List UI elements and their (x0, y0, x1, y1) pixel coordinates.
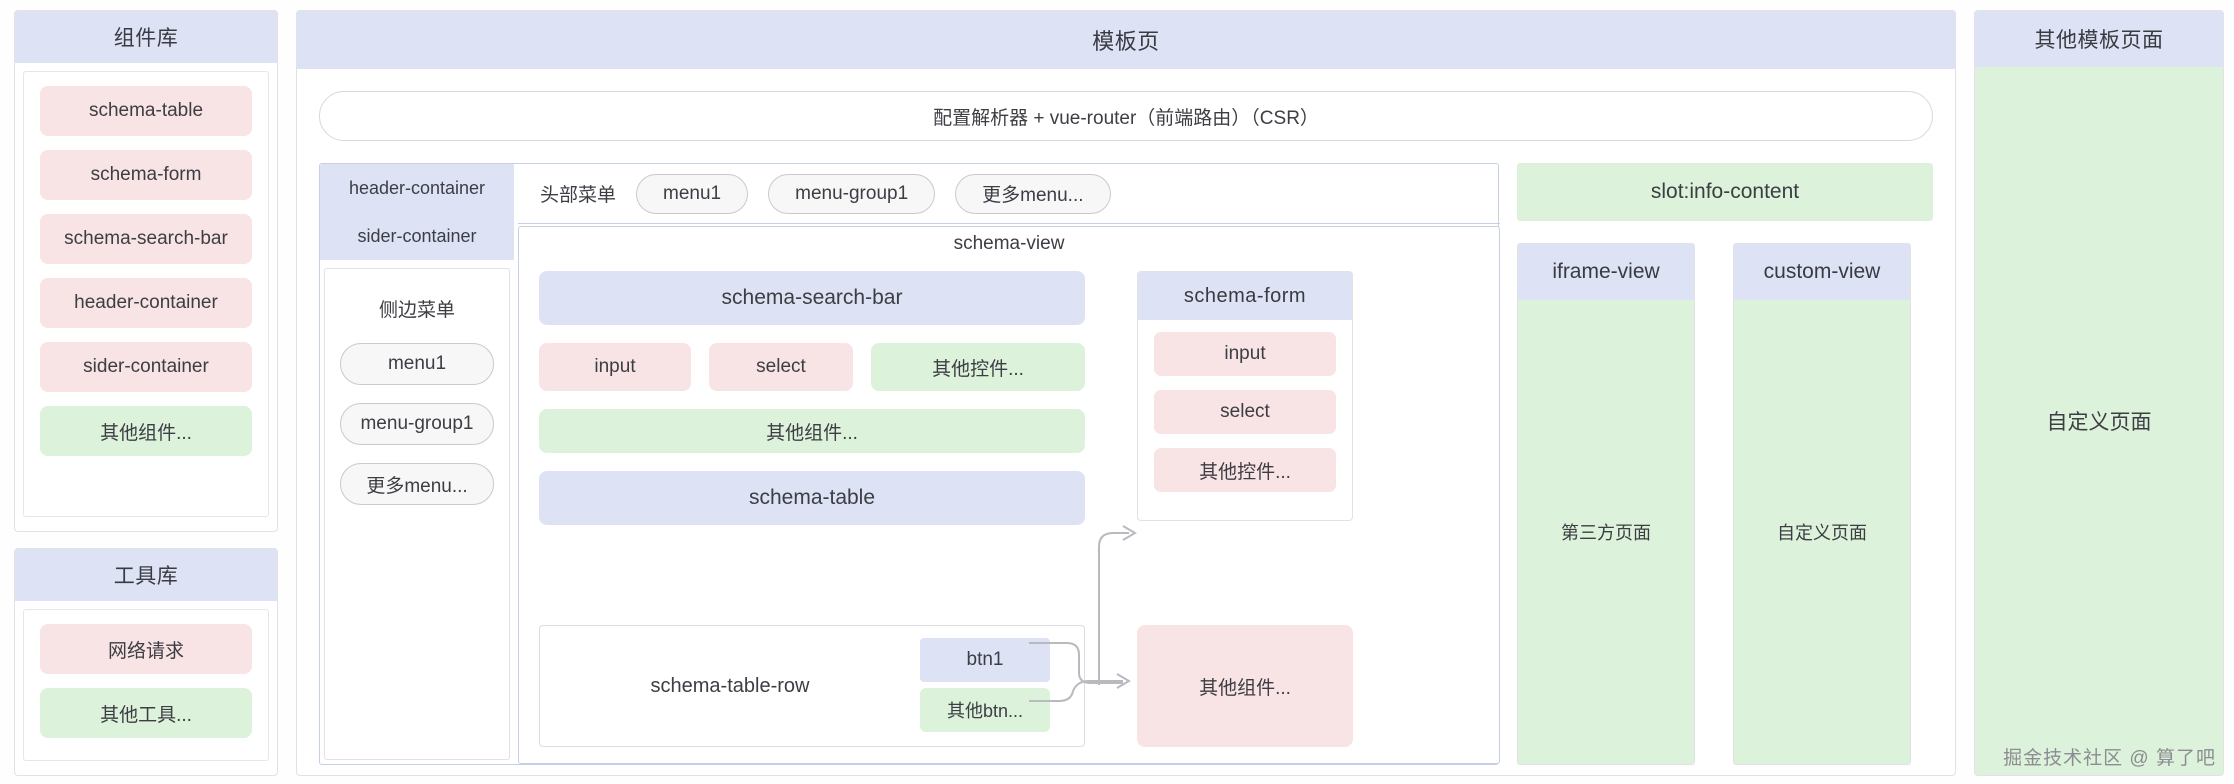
header-container: 头部菜单 menu1 menu-group1 更多menu... (518, 164, 1500, 224)
iframe-view-title: iframe-view (1518, 244, 1694, 300)
slot-info-content[interactable]: slot:info-content (1517, 163, 1933, 221)
sider-menu-item-menu1[interactable]: menu1 (340, 343, 494, 385)
library-item-schema-form[interactable]: schema-form (40, 150, 252, 200)
other-template-pages-title: 其他模板页面 (1975, 11, 2223, 67)
search-bar-controls-row: input select 其他控件... (539, 343, 1085, 391)
component-library-panel: 组件库 schema-table schema-form schema-sear… (14, 10, 278, 532)
header-container-label: header-container (348, 177, 486, 198)
watermark: 掘金技术社区 @ 算了吧 (2003, 748, 2216, 769)
schema-view-main-column: schema-search-bar input select 其他控件... 其… (539, 271, 1085, 525)
router-config-bar: 配置解析器 + vue-router（前端路由）（CSR） (319, 91, 1933, 141)
tool-library-list: 网络请求 其他工具... (23, 609, 269, 761)
library-item-schema-search-bar[interactable]: schema-search-bar (40, 214, 252, 264)
other-components-block[interactable]: 其他组件... (1137, 625, 1353, 747)
container-labels-block: header-container sider-container (320, 164, 514, 260)
sider-menu-item-more-menu[interactable]: 更多menu... (340, 463, 494, 505)
schema-search-bar[interactable]: schema-search-bar (539, 271, 1085, 325)
iframe-view[interactable]: iframe-view 第三方页面 (1517, 243, 1695, 765)
library-item-other-components[interactable]: 其他组件... (40, 406, 252, 456)
tool-library-panel: 工具库 网络请求 其他工具... (14, 548, 278, 776)
header-menu-item-more-menu[interactable]: 更多menu... (955, 173, 1111, 214)
sider-container-label: sider-container (357, 225, 477, 246)
schema-table-row: schema-table-row btn1 其他btn... (539, 625, 1085, 747)
header-menu-item-menu-group1[interactable]: menu-group1 (768, 173, 936, 214)
library-item-sider-container[interactable]: sider-container (40, 342, 252, 392)
tool-library-title: 工具库 (15, 549, 277, 601)
schema-form-field-other[interactable]: 其他控件... (1154, 448, 1336, 492)
schema-form-fields: input select 其他控件... (1138, 320, 1352, 504)
template-page-panel: 模板页 配置解析器 + vue-router（前端路由）（CSR） header… (296, 10, 1956, 776)
other-template-pages-panel: 其他模板页面 自定义页面 (1974, 10, 2224, 776)
component-library-title: 组件库 (15, 11, 277, 63)
iframe-view-body: 第三方页面 (1561, 523, 1651, 543)
schema-form: schema-form input select 其他控件... (1137, 271, 1353, 521)
other-components-row[interactable]: 其他组件... (539, 409, 1085, 453)
tool-item-other-tools[interactable]: 其他工具... (40, 688, 252, 738)
schema-view-title: schema-view (953, 233, 1065, 254)
schema-form-field-select[interactable]: select (1154, 390, 1336, 434)
sider-container: 侧边菜单 menu1 menu-group1 更多menu... (324, 268, 510, 760)
schema-view: schema-view schema-search-bar input sele… (518, 226, 1500, 764)
other-template-pages-body: 自定义页面 (1975, 67, 2223, 775)
control-select[interactable]: select (709, 343, 853, 391)
schema-form-title: schema-form (1138, 272, 1352, 320)
sider-menu-item-menu-group1[interactable]: menu-group1 (340, 403, 494, 445)
custom-view-body: 自定义页面 (1777, 523, 1867, 543)
custom-view[interactable]: custom-view 自定义页面 (1733, 243, 1911, 765)
schema-table-row-label: schema-table-row (650, 674, 810, 697)
sider-menu-title: 侧边菜单 (378, 299, 455, 321)
library-item-header-container[interactable]: header-container (40, 278, 252, 328)
header-menu-item-menu1[interactable]: menu1 (636, 173, 749, 214)
tool-item-network-request[interactable]: 网络请求 (40, 624, 252, 674)
layout-frame: header-container sider-container 侧边菜单 me… (319, 163, 1500, 765)
table-row-btn1[interactable]: btn1 (920, 638, 1050, 682)
schema-table[interactable]: schema-table (539, 471, 1085, 525)
template-page-title: 模板页 (297, 11, 1955, 69)
schema-form-field-input[interactable]: input (1154, 332, 1336, 376)
control-other[interactable]: 其他控件... (871, 343, 1085, 391)
control-input[interactable]: input (539, 343, 691, 391)
table-row-btn-other[interactable]: 其他btn... (920, 688, 1050, 732)
library-item-schema-table[interactable]: schema-table (40, 86, 252, 136)
component-library-list: schema-table schema-form schema-search-b… (23, 71, 269, 517)
header-menu-title: 头部菜单 (540, 185, 617, 206)
custom-view-title: custom-view (1734, 244, 1910, 300)
